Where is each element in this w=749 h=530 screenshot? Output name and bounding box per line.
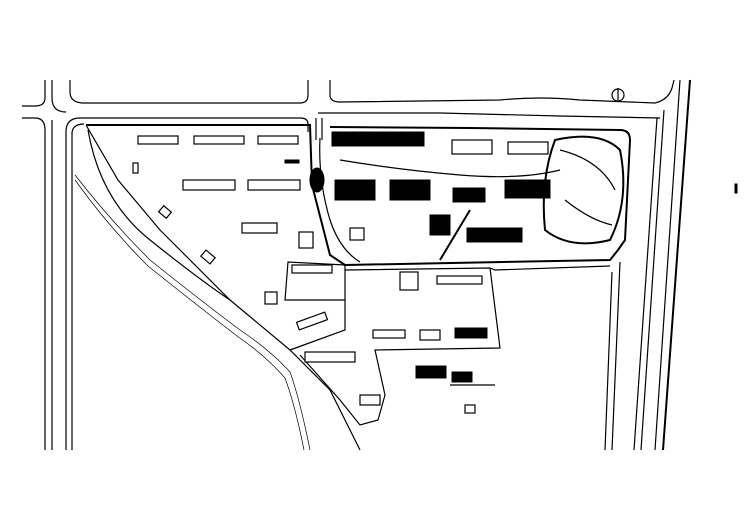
west-buildings (132, 135, 381, 406)
site-boundary (85, 124, 632, 451)
south-buildings (372, 271, 495, 414)
east-residential-cluster (309, 131, 625, 261)
river (74, 174, 311, 451)
road-network (22, 79, 738, 451)
